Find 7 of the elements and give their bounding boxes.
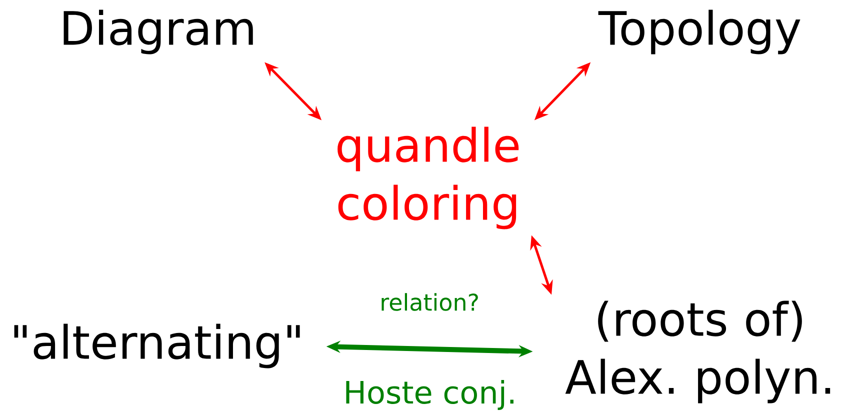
node-label: quandle coloring	[338, 126, 519, 230]
text-label: Diagram	[64, 10, 253, 54]
note-label: Hoste conj.	[346, 380, 514, 410]
edge-label: relation?	[382, 293, 478, 311]
text-label: "alternating"	[14, 324, 300, 368]
text-label: Topology	[598, 10, 800, 54]
text-label: (roots of) Alex. polyn.	[565, 300, 830, 404]
